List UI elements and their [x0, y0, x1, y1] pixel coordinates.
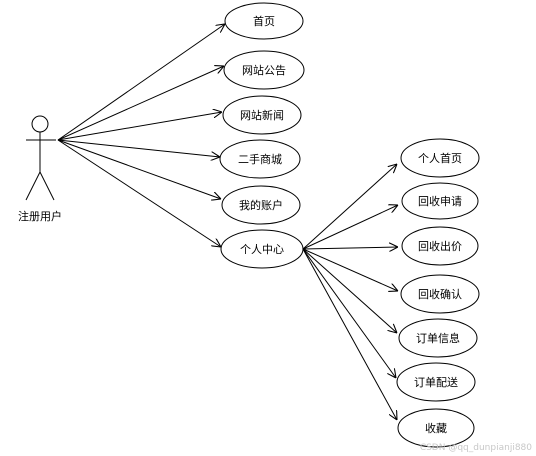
- association-my-account: [57, 139, 221, 199]
- use-case-ellipse: [401, 182, 479, 220]
- watermark: CSDN @qq_dunpianji880: [419, 443, 532, 453]
- use-case-label: 订单配送: [414, 375, 458, 389]
- association-second-hand-mall: [57, 139, 220, 157]
- use-case-label: 回收申请: [418, 194, 462, 208]
- use-case-order-info: 订单信息: [398, 318, 478, 358]
- actor-label: 注册用户: [18, 209, 62, 223]
- association-personal-home: [302, 164, 397, 250]
- use-case-label: 回收确认: [418, 287, 462, 301]
- use-case-announcement: 网站公告: [223, 50, 305, 90]
- use-case-ellipse: [224, 2, 304, 40]
- use-case-label: 网站公告: [242, 63, 286, 77]
- use-case-ellipse: [396, 362, 476, 402]
- association-recycle-confirm: [302, 248, 398, 291]
- use-case-label: 首页: [253, 14, 275, 28]
- use-case-second-hand-mall: 二手商城: [219, 139, 301, 179]
- use-case-personal-home: 个人首页: [400, 138, 480, 178]
- use-case-ellipse: [222, 95, 302, 135]
- use-case-order-delivery: 订单配送: [396, 362, 476, 402]
- association-order-info: [302, 248, 397, 333]
- use-case-label: 我的账户: [239, 198, 283, 212]
- use-case-ellipse: [397, 408, 475, 448]
- use-case-recycle-apply: 回收申请: [401, 182, 479, 220]
- association-order-delivery: [302, 248, 396, 378]
- use-case-ellipse: [219, 139, 301, 179]
- actor-leg-left: [25, 171, 41, 201]
- use-case-label: 个人中心: [240, 243, 284, 256]
- use-case-recycle-price: 回收出价: [401, 226, 479, 266]
- use-case-ellipse: [223, 50, 305, 90]
- use-case-home: 首页: [224, 2, 304, 40]
- use-case-label: 收藏: [425, 421, 447, 435]
- use-case-ellipse: [400, 274, 480, 314]
- use-case-label: 网站新闻: [240, 108, 284, 122]
- actor-associations: [57, 24, 225, 247]
- use-case-recycle-confirm: 回收确认: [400, 274, 480, 314]
- use-case-label: 订单信息: [416, 331, 460, 345]
- association-personal-center: [57, 139, 221, 247]
- use-case-label: 二手商城: [238, 152, 282, 166]
- use-case-ellipse: [221, 185, 301, 225]
- use-case-news: 网站新闻: [222, 95, 302, 135]
- actor-head: [31, 115, 49, 133]
- use-case-my-account: 我的账户: [221, 185, 301, 225]
- use-case-ellipse: [220, 229, 304, 269]
- association-home: [57, 24, 225, 141]
- use-case-label: 个人首页: [418, 151, 462, 165]
- association-recycle-price: [302, 247, 398, 249]
- association-recycle-apply: [302, 205, 398, 250]
- use-case-label: 回收出价: [418, 239, 462, 253]
- use-case-ellipse: [401, 226, 479, 266]
- association-announcement: [57, 66, 224, 141]
- use-case-ellipse: [400, 138, 480, 178]
- association-news: [57, 112, 222, 141]
- association-favorites: [302, 248, 397, 420]
- actor-leg-right: [39, 171, 55, 201]
- use-case-favorites: 收藏: [397, 408, 475, 448]
- use-case-ellipse: [398, 318, 478, 358]
- actor-registered-user: [25, 115, 56, 201]
- use-case-personal-center: 个人中心: [220, 229, 304, 269]
- personal-center-associations: [302, 164, 398, 420]
